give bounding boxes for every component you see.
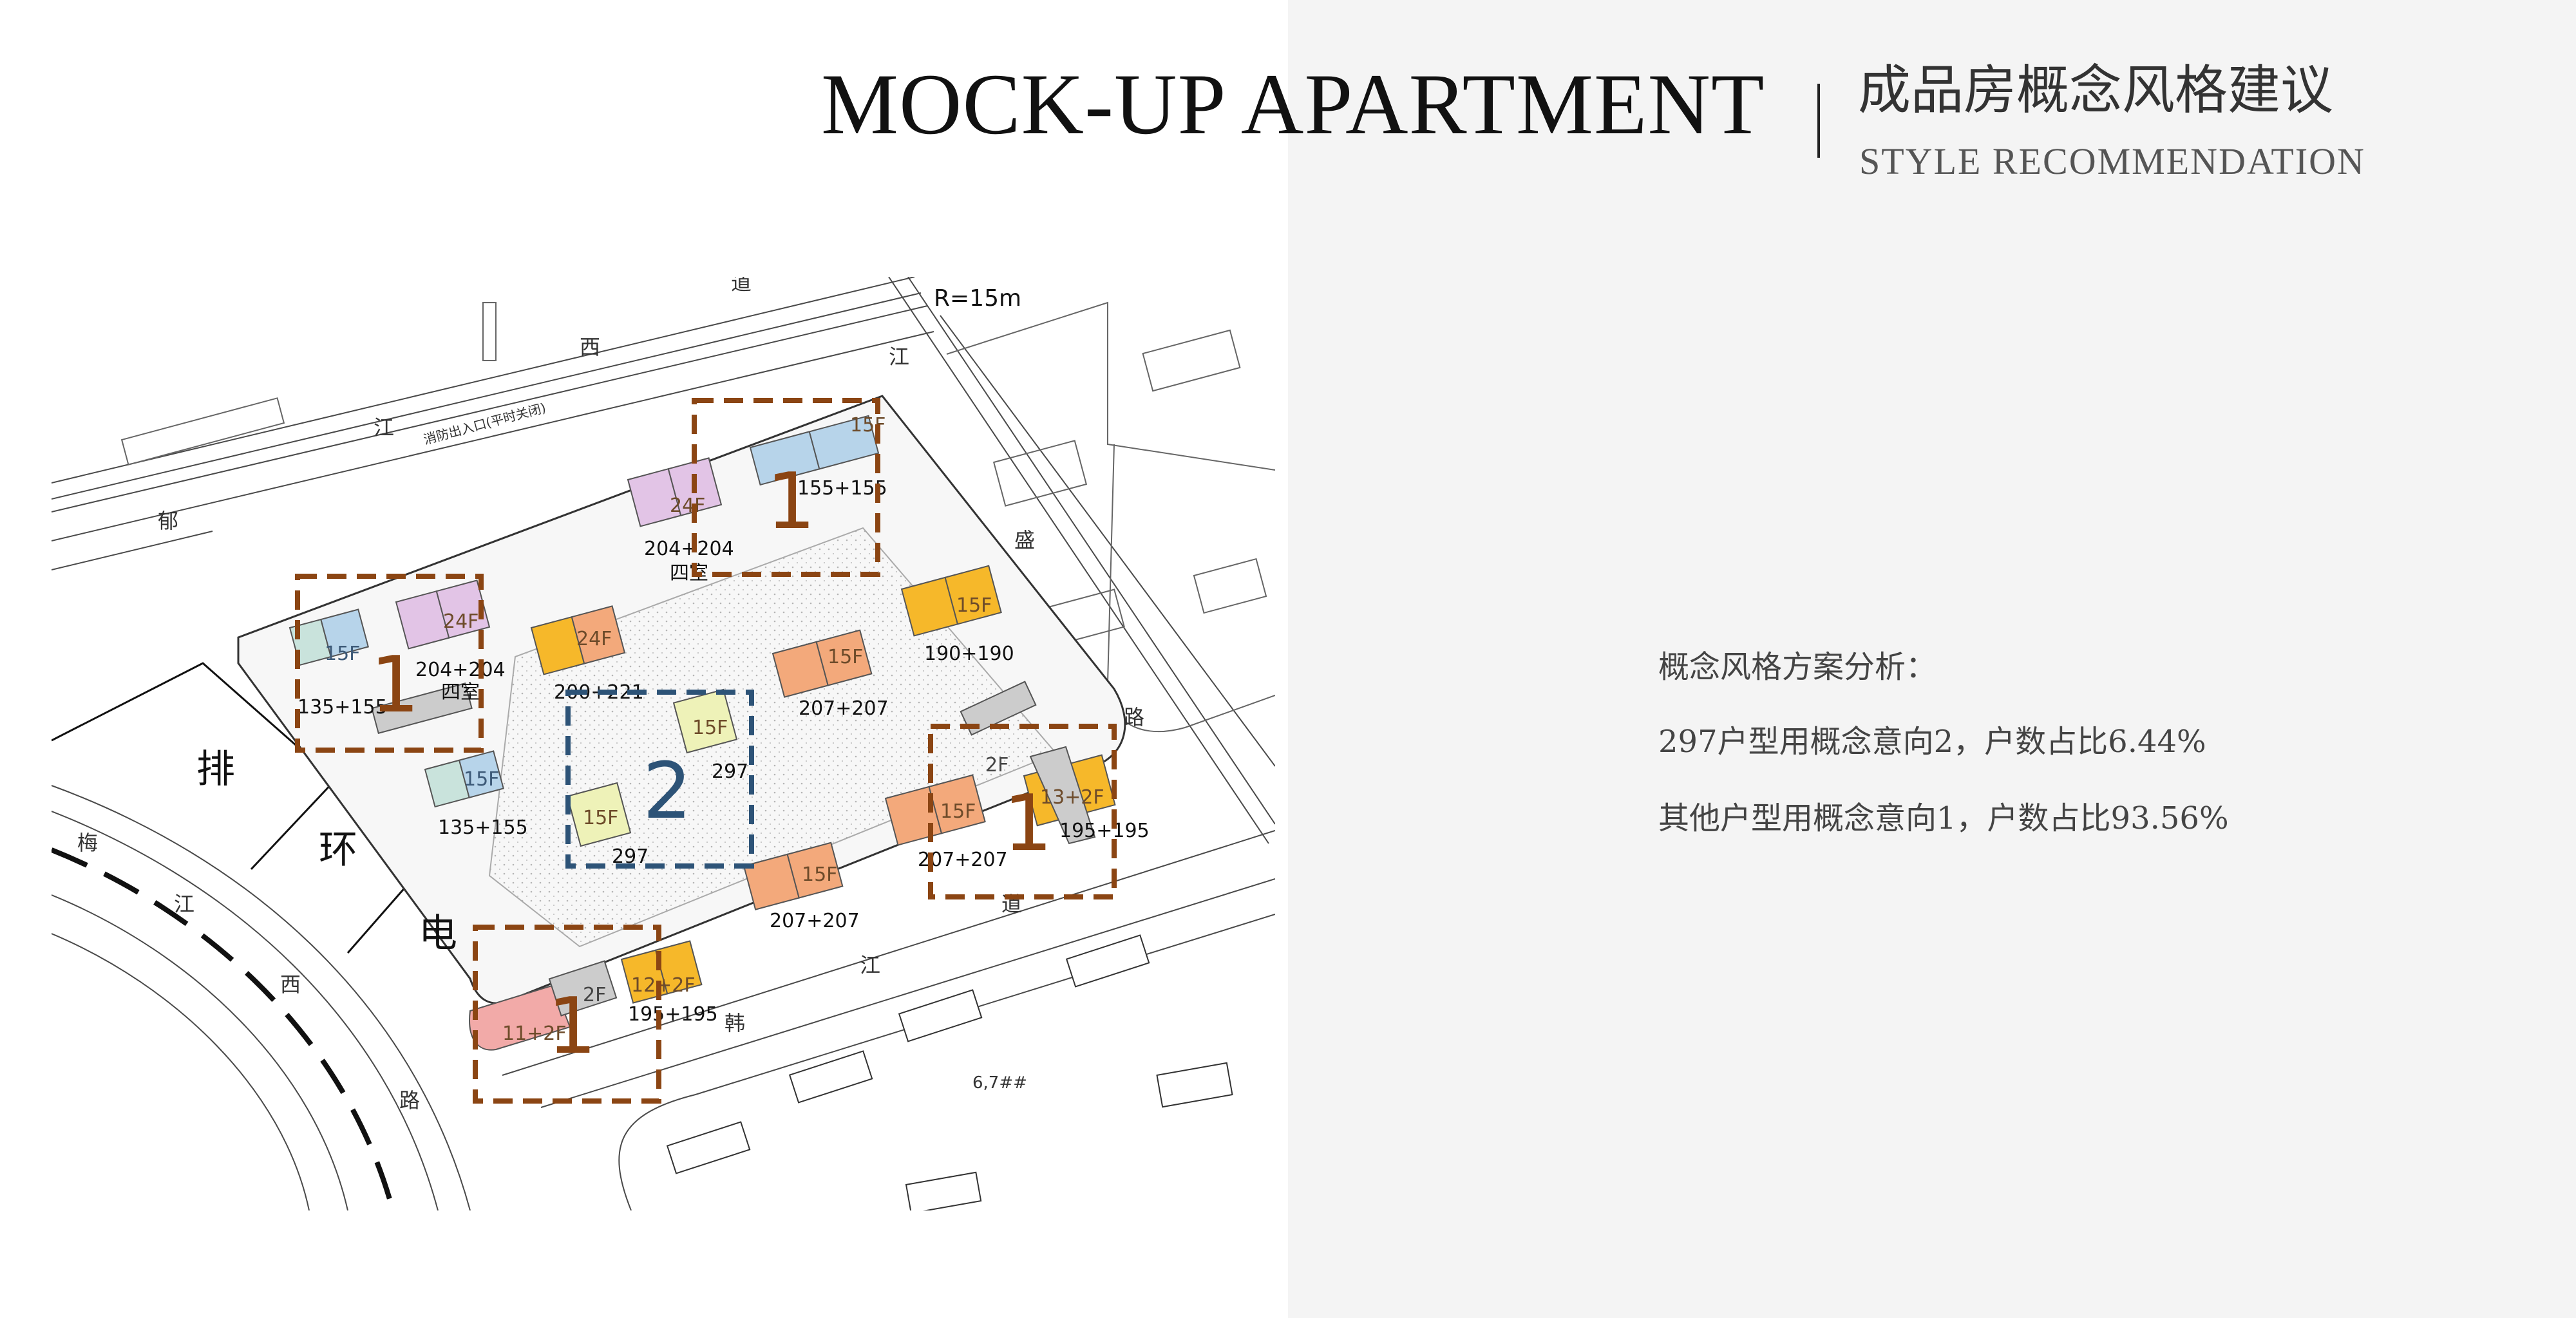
group-box-concept-2 [565,690,754,869]
building-floors: 15F [464,768,499,791]
road-char: 郁 [158,509,178,533]
group-boxes [295,398,1117,1104]
radius-note: R=15m [934,285,1021,312]
building-floors: 15F [850,414,886,437]
page-subtitle: STYLE RECOMMENDATION [1859,140,2365,182]
building [371,683,473,734]
road-char: 江 [174,892,194,916]
building-floors: 15F [828,646,863,668]
building-floors: 15F [956,594,992,617]
building [884,774,986,846]
road-char: 路 [1124,705,1144,730]
building [548,960,618,1017]
building-units: 207+207 [770,910,860,932]
building-floors: 13+2F [1040,786,1104,809]
group-marker: 1 [1003,779,1052,869]
building [530,605,626,675]
building [395,579,491,650]
building [566,782,632,847]
analysis-heading: 概念风格方案分析： [1658,649,1937,685]
building-units: 135+155 [298,696,388,719]
site-plan: 15F 155+155 24F 204+204 四室 15F 135+155 2… [52,277,1275,1210]
road-char: 江 [889,344,909,369]
building-floors: 2F [583,984,606,1006]
building-units: 190+190 [924,643,1014,665]
group-marker: 2 [643,747,692,836]
zone-label: 环 [319,827,357,872]
building-units: 207+207 [799,697,889,720]
road-char: 梅 [77,831,98,855]
building-floors: 15F [692,717,728,739]
road-char: 江 [860,953,880,977]
group-marker: 1 [370,641,419,730]
road-char: 西 [580,335,600,359]
group-marker: 1 [547,982,596,1071]
building-units: 195+195 [1059,820,1150,842]
building-units: 155+155 [797,477,887,500]
road-char: 江 [374,415,394,440]
road-char: 路 [399,1088,420,1113]
building-units: 135+155 [438,816,528,839]
building-units: 195+195 [628,1003,718,1026]
building [672,688,738,754]
building [620,940,703,1004]
page-title: MOCK-UP APARTMENT [821,57,1765,153]
neighbor-label: 6,7## [972,1073,1027,1093]
building [1029,746,1096,845]
title-divider [1817,84,1820,158]
building-floors: 24F [670,494,705,517]
building [469,984,571,1051]
zone-label: 排 [196,747,235,792]
road-lines [52,277,1275,1210]
building-units: 204+204 [644,538,734,560]
road-char: 韩 [724,1011,745,1035]
analysis-line-2: 其他户型用概念意向1，户数占比93.56% [1658,800,2229,836]
group-box-concept-1 [295,574,484,753]
building-units: 297 [712,760,748,783]
group-box-concept-1 [473,925,661,1104]
building [749,415,880,486]
building-sub: 四室 [670,562,708,585]
building [743,842,844,910]
building-floors: 12+2F [631,974,696,997]
building-floors: 24F [576,628,612,650]
building-floors: 15F [325,643,360,665]
building-floors: 24F [443,610,478,633]
road-char: 盛 [1014,528,1035,552]
building [772,629,873,698]
group-box-concept-1 [928,724,1117,899]
building [900,565,1002,637]
building [424,750,505,808]
group-box-concept-1 [692,398,880,577]
right-panel [1288,0,2576,1318]
road-char: 道 [731,277,752,295]
building-floors: 15F [940,800,976,823]
building-units: 204+204 [415,659,506,681]
page-title-cn: 成品房概念风格建议 [1858,60,2334,121]
building-floors: 15F [583,807,618,829]
buildings [289,415,1116,1051]
group-markers: 1 1 1 1 2 [370,457,1052,1071]
building-floors: 15F [802,863,837,886]
road-char: 西 [280,972,301,997]
building [960,681,1037,736]
zone-labels: 排 环 电 [196,747,457,956]
building-floors: 2F [985,754,1009,777]
building-sub: 四室 [441,681,480,704]
neighbor-towers [666,934,1233,1210]
group-marker: 1 [766,457,815,547]
analysis-line-1: 297户型用概念意向2，户数占比6.44% [1658,724,2206,760]
zone-label: 电 [419,911,457,956]
building-floors: 11+2F [502,1022,567,1045]
